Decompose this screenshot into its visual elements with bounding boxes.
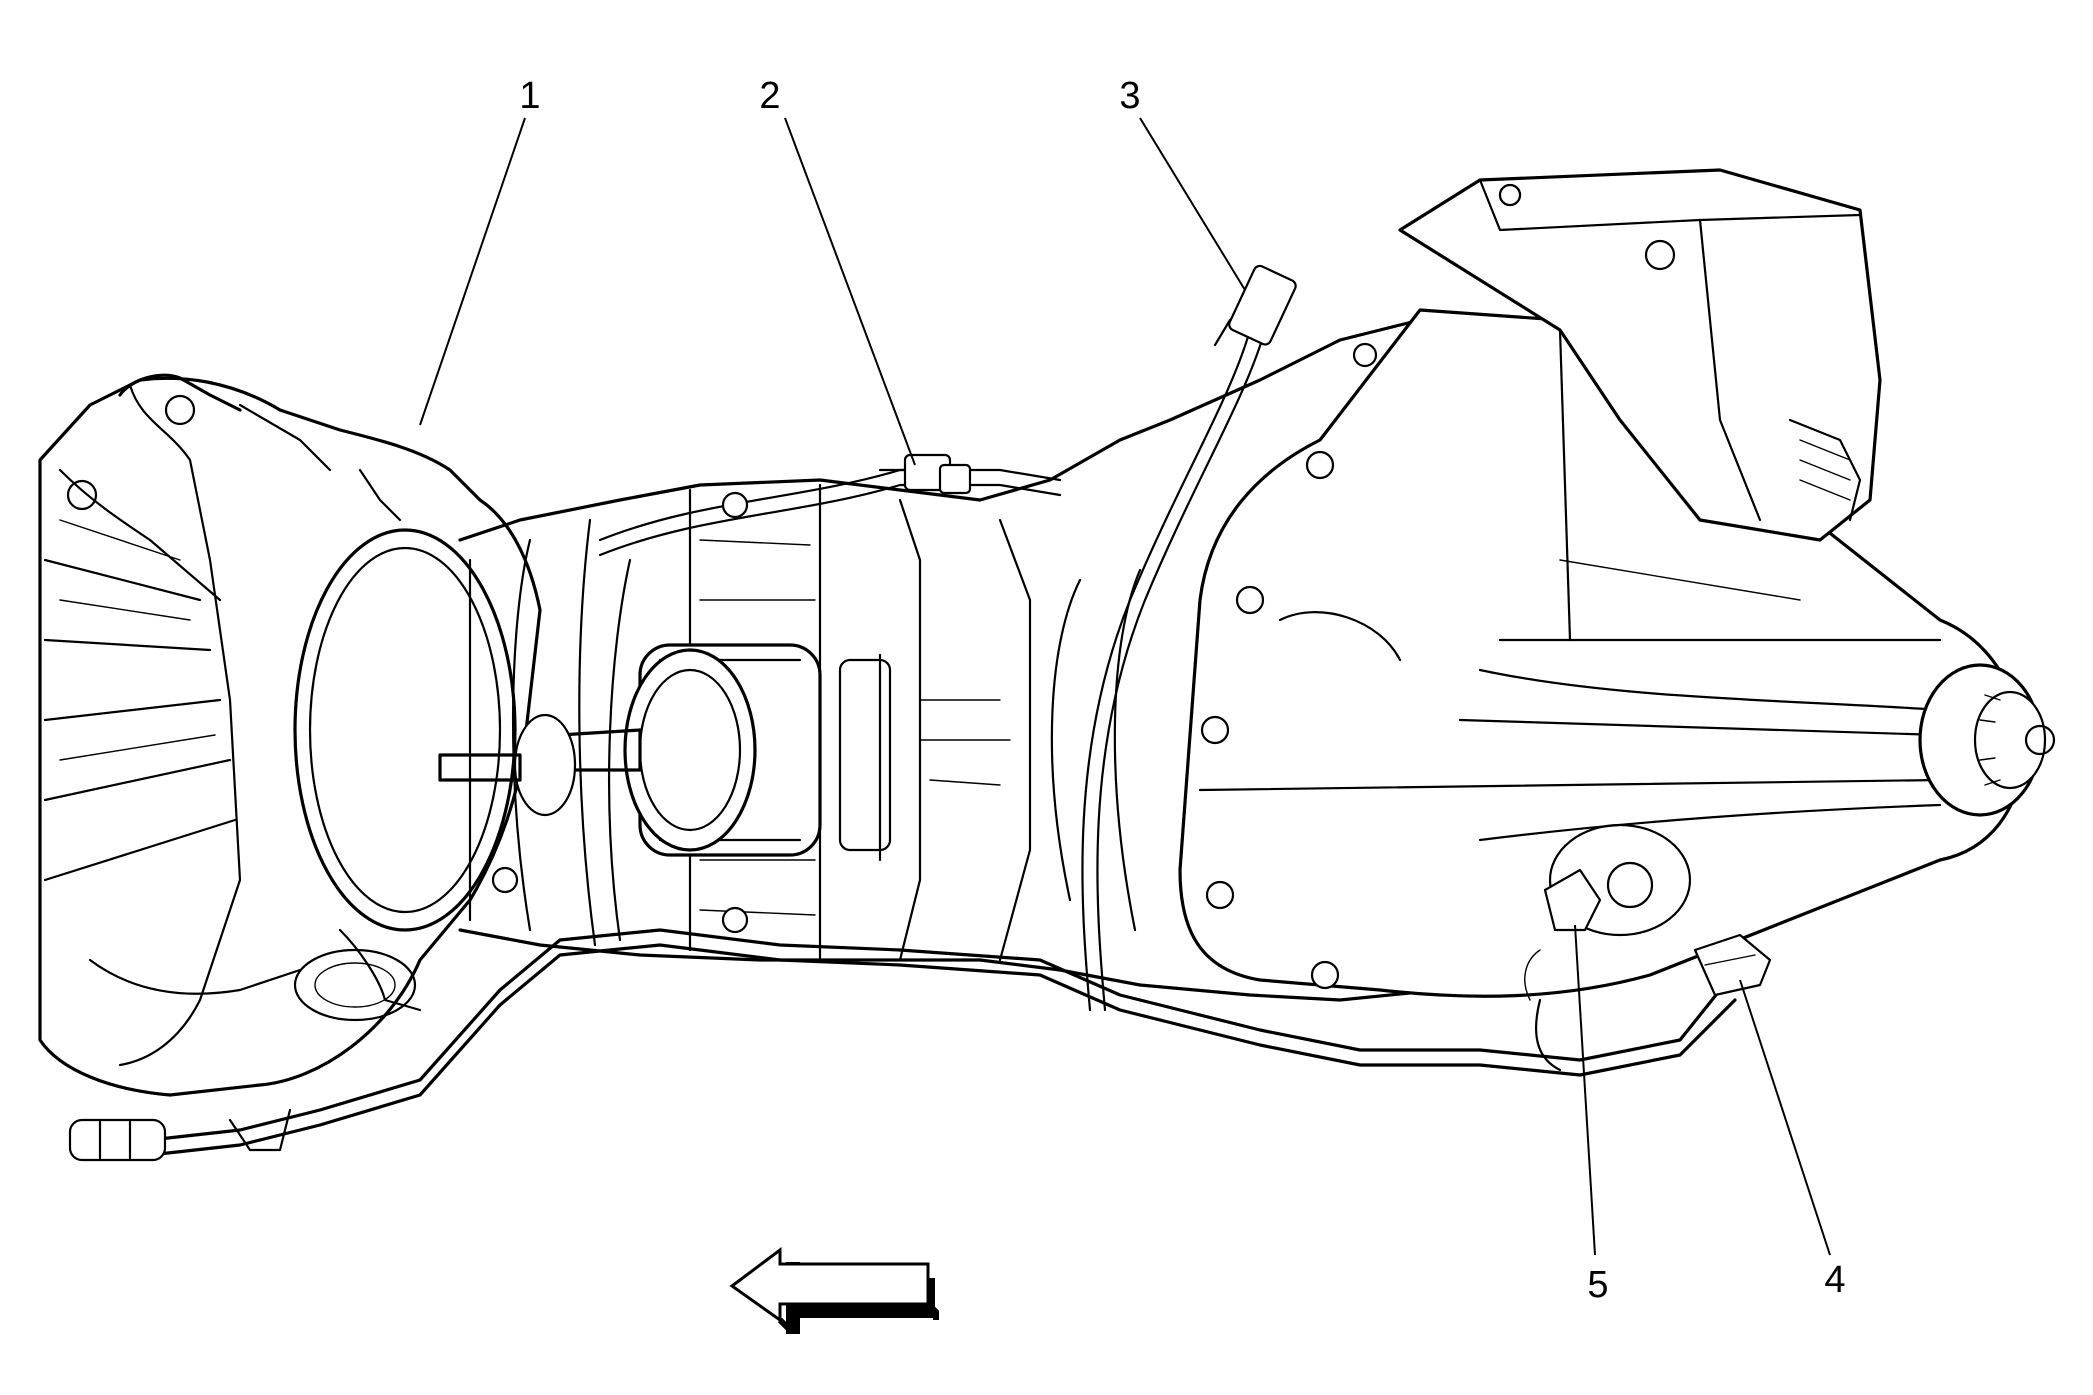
leader-1 xyxy=(419,117,526,426)
speed-sensor-4 xyxy=(1693,933,1772,997)
connector-3 xyxy=(1213,264,1297,347)
wiring-harness xyxy=(68,328,1737,1162)
callout-2: 2 xyxy=(759,75,780,117)
callout-labels: 1 2 3 4 5 xyxy=(519,75,1845,1306)
bellhousing xyxy=(38,373,542,1097)
transfer-case xyxy=(1178,308,2056,998)
callout-4: 4 xyxy=(1824,1259,1845,1301)
callout-3: 3 xyxy=(1119,75,1140,117)
shift-actuator xyxy=(438,643,892,862)
leader-3 xyxy=(1139,117,1246,291)
bolts xyxy=(491,183,1522,990)
connector-2 xyxy=(878,453,972,495)
left-arrow-icon xyxy=(729,1247,939,1334)
leader-5 xyxy=(1574,924,1596,1256)
leader-lines xyxy=(419,117,1831,1256)
leader-2 xyxy=(784,117,916,466)
callout-5: 5 xyxy=(1587,1264,1608,1306)
leader-4 xyxy=(1739,979,1831,1256)
callout-1: 1 xyxy=(519,75,540,117)
speed-sensor-5 xyxy=(1543,861,1654,932)
